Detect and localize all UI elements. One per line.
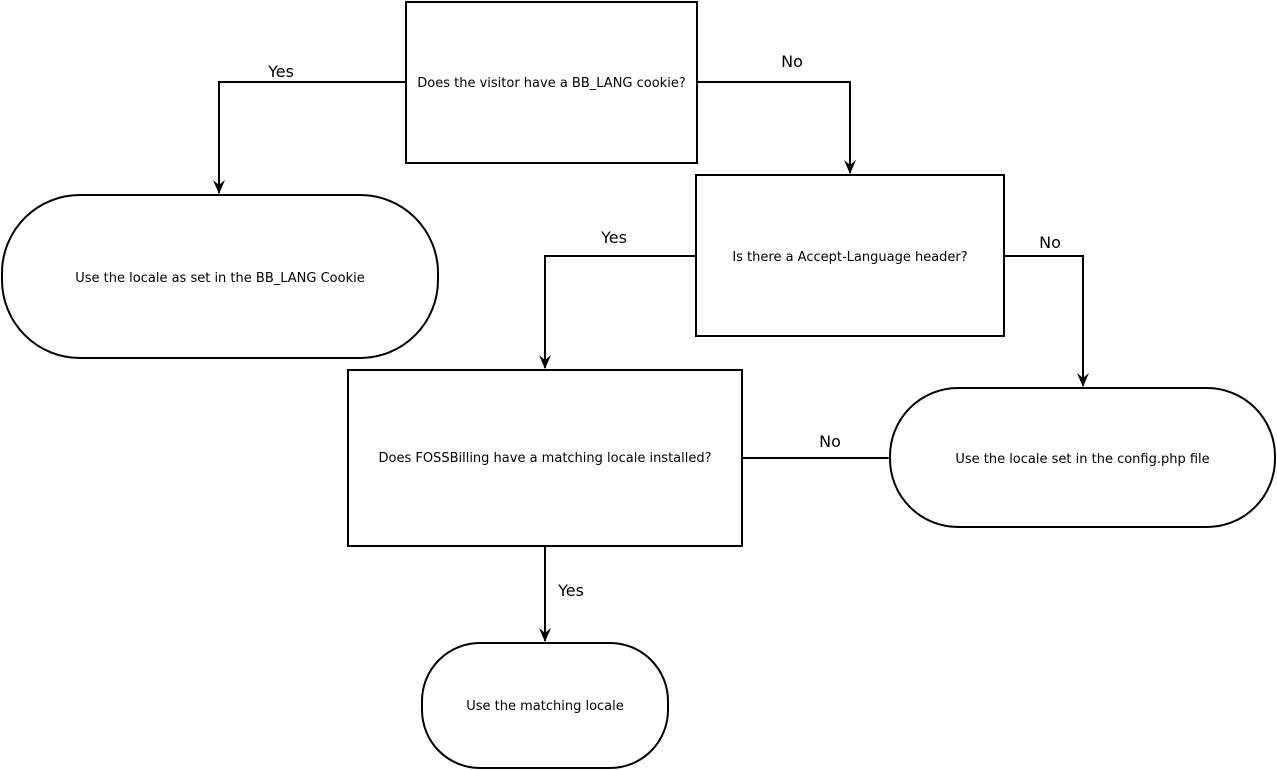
node-matching-locale-result-label: Use the matching locale	[466, 699, 624, 714]
edge-accept-yes	[539, 255, 696, 369]
node-config-php-result-label: Use the locale set in the config.php fil…	[955, 452, 1209, 467]
edge-cookie-yes-label: Yes	[267, 62, 294, 81]
node-bb-lang-result-shape	[1, 194, 439, 359]
node-cookie-question-label: Does the visitor have a BB_LANG cookie?	[417, 76, 685, 91]
node-matching-locale-result-shape	[421, 642, 669, 769]
node-matching-locale-result: Use the matching locale	[421, 642, 669, 769]
node-config-php-result-shape	[889, 387, 1276, 528]
node-cookie-question-shape	[405, 1, 698, 164]
node-matching-locale-question: Does FOSSBilling have a matching locale …	[347, 369, 743, 547]
node-bb-lang-result-label: Use the locale as set in the BB_LANG Coo…	[75, 271, 364, 286]
node-accept-language-question: Is there a Accept-Language header?	[695, 174, 1005, 337]
node-accept-language-question-shape	[695, 174, 1005, 337]
node-accept-language-question-label: Is there a Accept-Language header?	[732, 250, 967, 265]
edge-accept-yes-label: Yes	[600, 228, 627, 247]
edge-matching-yes-label: Yes	[557, 581, 584, 600]
edge-cookie-no-label: No	[781, 52, 803, 71]
edge-matching-no-label: No	[819, 432, 841, 451]
edge-accept-no	[1004, 255, 1089, 387]
node-cookie-question: Does the visitor have a BB_LANG cookie?	[405, 1, 698, 164]
edge-cookie-no	[697, 81, 856, 174]
edge-cookie-yes	[213, 81, 406, 194]
node-bb-lang-result: Use the locale as set in the BB_LANG Coo…	[1, 194, 439, 359]
node-matching-locale-question-shape	[347, 369, 743, 547]
edge-accept-no-label: No	[1039, 233, 1061, 252]
node-matching-locale-question-label: Does FOSSBilling have a matching locale …	[378, 451, 711, 466]
node-config-php-result: Use the locale set in the config.php fil…	[889, 387, 1276, 528]
